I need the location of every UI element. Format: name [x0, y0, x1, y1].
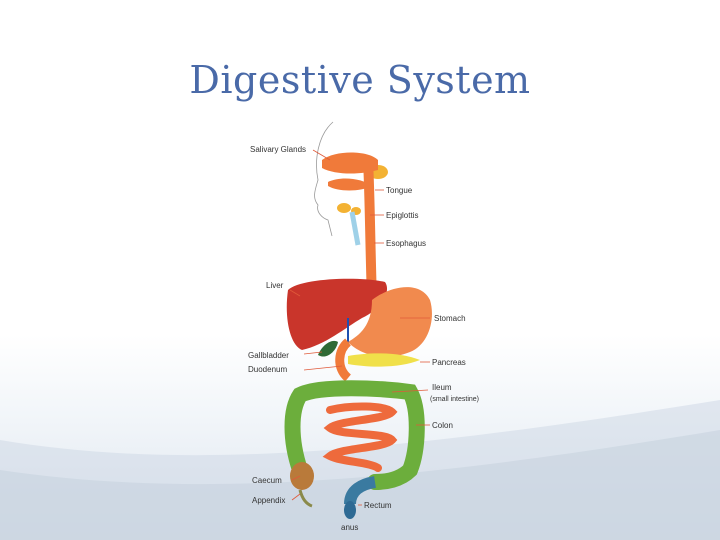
label-pancreas: Pancreas [432, 358, 466, 367]
label-colon: Colon [432, 421, 453, 430]
label-stomach: Stomach [434, 314, 466, 323]
anus-shape [344, 501, 356, 519]
colon-shape [284, 380, 425, 490]
small-intestine-shape [322, 402, 398, 472]
label-duodenum: Duodenum [248, 365, 287, 374]
label-ileum-note: (small intestine) [430, 396, 479, 403]
label-epiglottis: Epiglottis [386, 211, 418, 220]
head-outline [314, 121, 334, 237]
tongue-shape [328, 178, 372, 191]
appendix-shape [298, 489, 313, 508]
epiglottis-shape [349, 211, 361, 246]
label-esophagus: Esophagus [386, 239, 426, 248]
label-rectum: Rectum [364, 501, 392, 510]
caecum-shape [290, 462, 314, 490]
label-gallbladder: Gallbladder [248, 351, 289, 360]
slide-title: Digestive System [189, 58, 531, 102]
liver-shape [286, 278, 388, 350]
label-tongue: Tongue [386, 186, 413, 195]
label-anus: anus [341, 523, 358, 532]
label-salivary-glands: Salivary Glands [250, 145, 306, 154]
esophagus-shape [363, 159, 377, 301]
gallbladder-shape [318, 340, 338, 357]
duodenum-shape [335, 338, 352, 382]
rectum-shape [344, 476, 377, 505]
salivary-gland-icon [337, 203, 351, 213]
label-caecum: Caecum [252, 476, 282, 485]
pancreas-shape [348, 353, 420, 367]
label-ileum: Ileum [432, 383, 452, 392]
stomach-shape [348, 287, 432, 357]
label-liver: Liver [266, 281, 284, 290]
label-appendix: Appendix [252, 496, 285, 505]
